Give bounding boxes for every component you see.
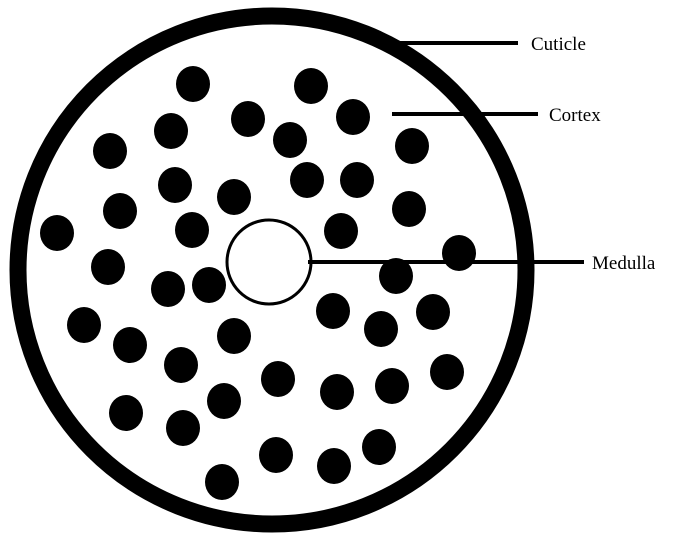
cortex-granule [340, 162, 374, 198]
cortex-granule [395, 128, 429, 164]
cortex-granule [113, 327, 147, 363]
cortex-granule [442, 235, 476, 271]
cortex-granule [336, 99, 370, 135]
cortex-granule [176, 66, 210, 102]
cortex-granule [151, 271, 185, 307]
cortex-granule [320, 374, 354, 410]
medulla-circle [227, 220, 311, 304]
cortex-granule [290, 162, 324, 198]
cortex-granule [67, 307, 101, 343]
cortex-granule [217, 318, 251, 354]
cortex-granule [207, 383, 241, 419]
cortex-granule [91, 249, 125, 285]
cortex-granule [259, 437, 293, 473]
cortex-granule [231, 101, 265, 137]
cuticle-label: Cuticle [531, 34, 586, 55]
cortex-granule [324, 213, 358, 249]
cortex-granule [261, 361, 295, 397]
cortex-granule [93, 133, 127, 169]
cortex-granule [430, 354, 464, 390]
cortex-granule [316, 293, 350, 329]
cortex-granule [192, 267, 226, 303]
cortex-granule [175, 212, 209, 248]
cortex-granule [109, 395, 143, 431]
cortex-granule [103, 193, 137, 229]
cortex-label: Cortex [549, 105, 601, 126]
cortex-granule [273, 122, 307, 158]
cortex-granule [364, 311, 398, 347]
cortex-granule [392, 191, 426, 227]
cortex-granule [416, 294, 450, 330]
cortex-granule [317, 448, 351, 484]
cortex-granule [375, 368, 409, 404]
cortex-granule [166, 410, 200, 446]
medulla-label: Medulla [592, 253, 656, 274]
cortex-granule [362, 429, 396, 465]
cortex-granule [205, 464, 239, 500]
cortex-granule [154, 113, 188, 149]
cortex-granule [217, 179, 251, 215]
cortex-granule [158, 167, 192, 203]
cortex-granule [40, 215, 74, 251]
cortex-granule [294, 68, 328, 104]
cortex-granule [164, 347, 198, 383]
